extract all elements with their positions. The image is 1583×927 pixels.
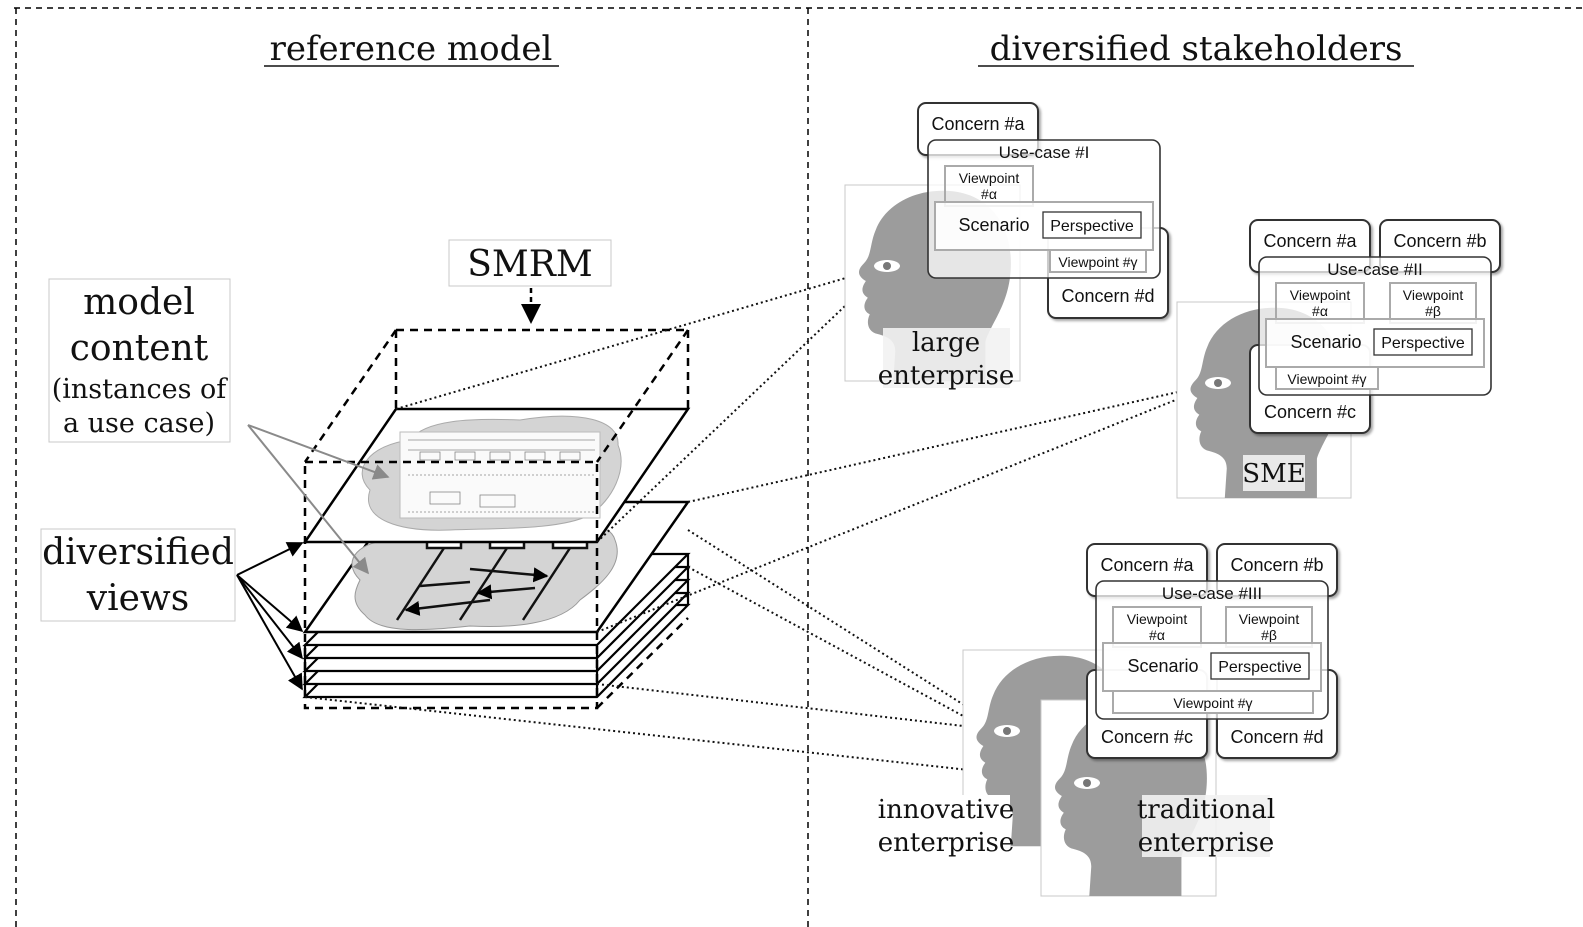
model-content-label: model content (instances of a use case) xyxy=(48,278,231,443)
svg-text:Concern #a: Concern #a xyxy=(1100,555,1194,575)
svg-text:model: model xyxy=(83,282,195,323)
svg-text:Viewpoint: Viewpoint xyxy=(1290,287,1351,303)
left-panel-title: reference model xyxy=(264,29,559,69)
model-content-pointers xyxy=(247,424,390,575)
svg-text:Viewpoint #γ: Viewpoint #γ xyxy=(1287,371,1366,387)
svg-text:Concern #c: Concern #c xyxy=(1264,402,1356,422)
svg-text:Perspective: Perspective xyxy=(1381,335,1465,352)
sme-usecase: Use-case #II Viewpoint #α Viewpoint #β S… xyxy=(1258,256,1492,396)
svg-text:Concern #c: Concern #c xyxy=(1101,727,1193,747)
svg-text:Use-case #III: Use-case #III xyxy=(1162,584,1262,603)
svg-text:#α: #α xyxy=(1149,627,1165,643)
svg-text:SMRM: SMRM xyxy=(467,244,593,285)
svg-text:traditional: traditional xyxy=(1137,795,1275,825)
svg-text:Concern #a: Concern #a xyxy=(931,114,1025,134)
svg-text:Scenario: Scenario xyxy=(1127,656,1198,676)
svg-text:views: views xyxy=(86,578,189,619)
smrm-label: SMRM xyxy=(448,239,612,324)
smrm-dashed-box xyxy=(303,328,690,710)
svg-text:Concern #b: Concern #b xyxy=(1393,231,1486,251)
svg-text:content: content xyxy=(70,328,209,369)
svg-text:diversified: diversified xyxy=(42,532,234,573)
svg-text:Viewpoint: Viewpoint xyxy=(1127,611,1188,627)
svg-text:Concern #d: Concern #d xyxy=(1061,286,1154,306)
svg-text:reference model: reference model xyxy=(270,29,553,69)
traditional-usecase: Use-case #III Viewpoint #α Viewpoint #β … xyxy=(1095,580,1329,720)
svg-text:large: large xyxy=(912,328,980,358)
svg-text:#α: #α xyxy=(981,186,997,202)
svg-text:#β: #β xyxy=(1261,627,1277,643)
svg-text:Scenario: Scenario xyxy=(958,215,1029,235)
svg-text:Viewpoint: Viewpoint xyxy=(1239,611,1300,627)
svg-text:Scenario: Scenario xyxy=(1290,332,1361,352)
svg-text:a use case): a use case) xyxy=(63,408,215,439)
svg-text:innovative: innovative xyxy=(878,795,1015,825)
content-layer xyxy=(302,407,691,544)
svg-text:Viewpoint: Viewpoint xyxy=(1403,287,1464,303)
svg-text:Concern #b: Concern #b xyxy=(1230,555,1323,575)
diversified-views-label: diversified views xyxy=(40,528,236,622)
stakeholder-large-enterprise: large enterprise Concern #a Concern #d U… xyxy=(844,102,1169,391)
svg-text:enterprise: enterprise xyxy=(878,361,1015,391)
panel-frames xyxy=(14,7,1583,927)
svg-text:#α: #α xyxy=(1312,303,1328,319)
svg-text:Viewpoint #γ: Viewpoint #γ xyxy=(1173,695,1252,711)
svg-text:SME: SME xyxy=(1242,459,1305,489)
svg-text:enterprise: enterprise xyxy=(878,828,1015,858)
svg-text:Concern #a: Concern #a xyxy=(1263,231,1357,251)
lines-of-sight xyxy=(304,265,1219,784)
svg-text:Use-case #I: Use-case #I xyxy=(999,143,1090,162)
stakeholder-sme: SME Concern #a Concern #b Concern #c Use… xyxy=(1176,219,1501,499)
stakeholder-traditional-enterprise: traditional enterprise Concern #a Concer… xyxy=(1040,543,1338,897)
svg-text:Concern #d: Concern #d xyxy=(1230,727,1323,747)
svg-text:Perspective: Perspective xyxy=(1050,218,1134,235)
svg-text:#β: #β xyxy=(1425,303,1441,319)
svg-text:Viewpoint: Viewpoint xyxy=(959,170,1020,186)
right-panel-title: diversified stakeholders xyxy=(978,29,1414,69)
svg-text:enterprise: enterprise xyxy=(1138,828,1275,858)
svg-text:Viewpoint #γ: Viewpoint #γ xyxy=(1058,254,1137,270)
diversified-views-pointers xyxy=(236,542,304,691)
svg-text:Use-case #II: Use-case #II xyxy=(1327,260,1422,279)
svg-text:(instances of: (instances of xyxy=(52,374,229,405)
svg-text:Perspective: Perspective xyxy=(1218,659,1302,676)
large-usecase: Use-case #I Viewpoint #α Scenario Perspe… xyxy=(927,139,1161,279)
reference-model-cube xyxy=(302,328,691,710)
svg-text:diversified stakeholders: diversified stakeholders xyxy=(990,29,1403,69)
